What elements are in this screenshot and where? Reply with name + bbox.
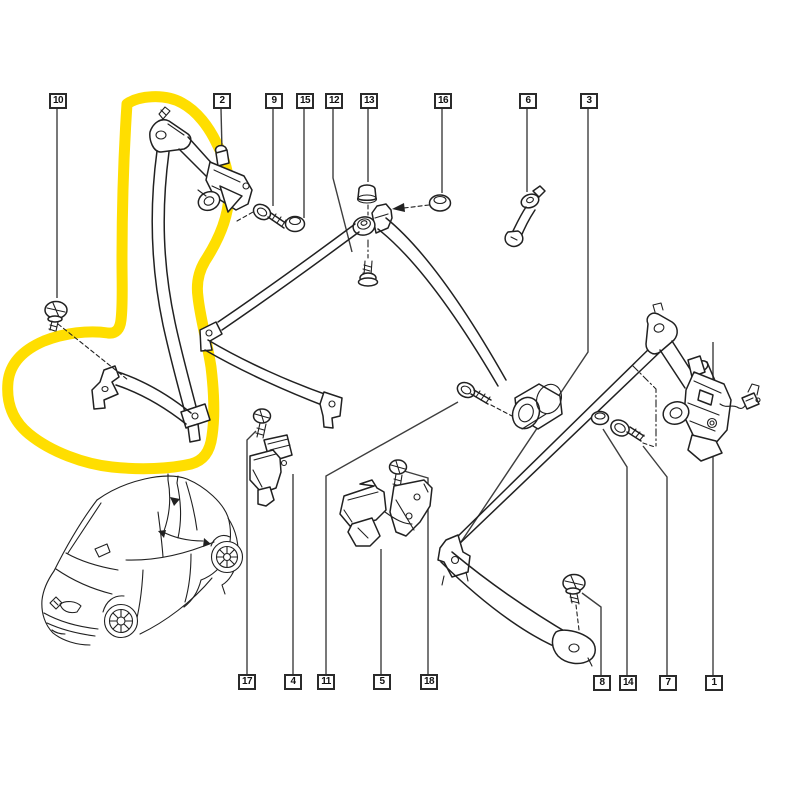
front-wheel xyxy=(103,603,139,639)
buckle-assembly-left xyxy=(249,408,293,507)
bolt-7 xyxy=(610,419,656,448)
callout-label: 3 xyxy=(586,95,592,106)
callout-box-18[interactable]: 18 xyxy=(420,674,438,690)
arrow-icon xyxy=(392,203,405,212)
callout-label: 16 xyxy=(437,95,449,106)
bolt-below-mount xyxy=(357,260,379,287)
callout-box-14[interactable]: 14 xyxy=(619,675,637,691)
belt-location-sketch xyxy=(158,473,211,547)
callout-box-12[interactable]: 12 xyxy=(325,93,343,109)
screw-8 xyxy=(562,573,586,631)
callout-label: 14 xyxy=(622,677,634,688)
brand-diamond-icon xyxy=(49,596,63,610)
center-seat-belt-assembly xyxy=(199,184,563,430)
center-retractor-drum xyxy=(511,383,563,430)
callout-box-1[interactable]: 1 xyxy=(705,675,723,691)
bolt-9 xyxy=(236,203,288,229)
lap-belt-right xyxy=(440,551,596,667)
screw-18 xyxy=(388,459,408,489)
callout-label: 7 xyxy=(665,677,671,688)
callout-label: 6 xyxy=(525,95,531,106)
callout-box-3[interactable]: 3 xyxy=(580,93,598,109)
callout-label: 15 xyxy=(299,95,311,106)
floor-anchor-right xyxy=(437,534,471,586)
callout-box-13[interactable]: 13 xyxy=(360,93,378,109)
spacer-13 xyxy=(356,184,378,216)
callout-box-10[interactable]: 10 xyxy=(49,93,67,109)
callout-label: 12 xyxy=(328,95,340,106)
callout-label: 18 xyxy=(423,676,435,687)
link-6 xyxy=(504,185,546,248)
rear-wheel xyxy=(210,540,244,574)
callout-label: 11 xyxy=(321,676,331,687)
cap-16 xyxy=(392,194,452,212)
callout-box-8[interactable]: 8 xyxy=(593,675,611,691)
callout-box-4[interactable]: 4 xyxy=(284,674,302,690)
callout-box-2[interactable]: 2 xyxy=(213,93,231,109)
callout-label: 5 xyxy=(379,676,385,687)
callout-box-11[interactable]: 11 xyxy=(317,674,335,690)
cap-14 xyxy=(590,410,610,426)
callout-box-9[interactable]: 9 xyxy=(265,93,283,109)
callout-box-6[interactable]: 6 xyxy=(519,93,537,109)
callout-label: 17 xyxy=(241,676,253,687)
dashed-pointer-10 xyxy=(57,323,129,381)
headlight xyxy=(59,601,82,614)
mounting-centerline xyxy=(632,365,657,447)
callout-label: 13 xyxy=(363,95,375,106)
arrow-icon xyxy=(203,538,211,547)
callout-box-15[interactable]: 15 xyxy=(296,93,314,109)
leader-lines xyxy=(56,108,714,675)
car-illustration xyxy=(41,473,244,646)
arrow-icon xyxy=(170,497,180,506)
arrow-icon xyxy=(158,530,166,538)
callout-box-7[interactable]: 7 xyxy=(659,675,677,691)
right-belt-webbing xyxy=(451,343,661,548)
right-seat-belt-assembly xyxy=(632,302,761,462)
callout-label: 2 xyxy=(219,95,225,106)
callout-label: 1 xyxy=(711,677,717,688)
callout-label: 4 xyxy=(290,676,296,687)
buckle-assembly-right xyxy=(339,459,433,547)
screw-10 xyxy=(44,300,129,381)
cap-15 xyxy=(284,215,306,233)
screw-17 xyxy=(252,408,272,439)
center-end-bracket xyxy=(319,391,343,429)
callout-box-5[interactable]: 5 xyxy=(373,674,391,690)
callout-box-16[interactable]: 16 xyxy=(434,93,452,109)
callout-label: 9 xyxy=(271,95,277,106)
wiring-harness xyxy=(719,383,761,410)
callout-label: 8 xyxy=(599,677,605,688)
callout-box-17[interactable]: 17 xyxy=(238,674,256,690)
bolt-11 xyxy=(456,381,513,417)
side-mirror xyxy=(94,543,111,558)
callout-label: 10 xyxy=(52,95,64,106)
left-seat-belt-assembly xyxy=(91,106,253,443)
